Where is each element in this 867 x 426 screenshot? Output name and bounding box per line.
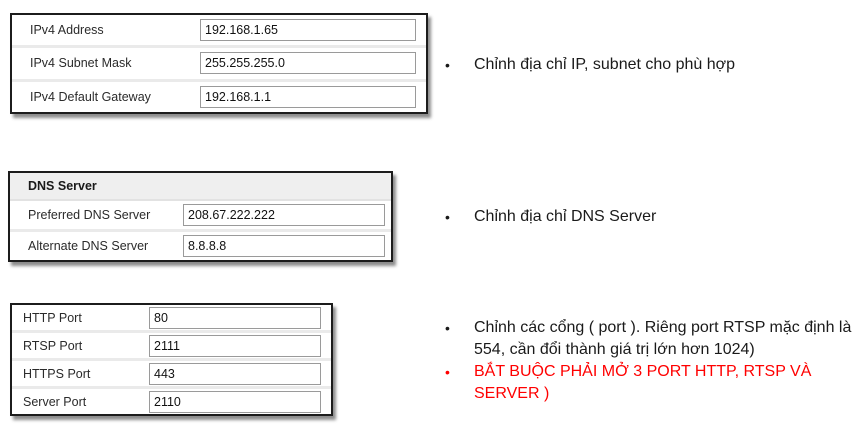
alternate-dns-input[interactable] bbox=[183, 235, 385, 257]
bullet-icon: • bbox=[445, 209, 450, 225]
form-row-rtsp-port: RTSP Port bbox=[12, 330, 331, 358]
ipv4-subnet-mask-input[interactable] bbox=[200, 52, 416, 75]
note-dns: • Chỉnh địa chỉ DNS Server bbox=[440, 206, 866, 228]
https-port-input[interactable] bbox=[149, 362, 321, 385]
bullet-icon: • bbox=[445, 364, 450, 380]
preferred-dns-input[interactable] bbox=[183, 204, 385, 226]
server-port-label: Server Port bbox=[23, 394, 87, 409]
alternate-dns-label: Alternate DNS Server bbox=[28, 239, 149, 253]
dns-server-header: DNS Server bbox=[10, 173, 391, 201]
note-text: BẮT BUỘC PHẢI MỞ 3 PORT HTTP, RTSP VÀ SE… bbox=[474, 363, 812, 402]
http-port-input[interactable] bbox=[149, 306, 321, 329]
rtsp-port-label: RTSP Port bbox=[23, 338, 83, 353]
note-text: Chỉnh địa chỉ IP, subnet cho phù hợp bbox=[474, 56, 736, 73]
note-ports-warning: • BẮT BUỘC PHẢI MỞ 3 PORT HTTP, RTSP VÀ … bbox=[440, 361, 866, 405]
ipv4-default-gateway-label: IPv4 Default Gateway bbox=[30, 89, 151, 104]
form-row-ipv4-gateway: IPv4 Default Gateway bbox=[12, 78, 426, 112]
bullet-icon: • bbox=[445, 57, 450, 73]
form-row-http-port: HTTP Port bbox=[12, 305, 331, 330]
rtsp-port-input[interactable] bbox=[149, 334, 321, 357]
ipv4-address-label: IPv4 Address bbox=[30, 23, 104, 38]
ipv4-settings-panel: IPv4 Address IPv4 Subnet Mask IPv4 Defau… bbox=[10, 13, 428, 114]
bullet-icon: • bbox=[445, 320, 450, 336]
form-row-alternate-dns: Alternate DNS Server bbox=[10, 229, 391, 260]
note-ports: • Chỉnh các cổng ( port ). Riêng port RT… bbox=[440, 317, 866, 361]
form-row-preferred-dns: Preferred DNS Server bbox=[10, 201, 391, 229]
form-row-ipv4-address: IPv4 Address bbox=[12, 15, 426, 45]
server-port-input[interactable] bbox=[149, 390, 321, 413]
note-text: Chỉnh các cổng ( port ). Riêng port RTSP… bbox=[474, 319, 852, 358]
ports-settings-panel: HTTP Port RTSP Port HTTPS Port Server Po… bbox=[10, 303, 333, 416]
note-ip-subnet: • Chỉnh địa chỉ IP, subnet cho phù hợp bbox=[440, 54, 866, 76]
ipv4-subnet-mask-label: IPv4 Subnet Mask bbox=[30, 56, 132, 71]
form-row-https-port: HTTPS Port bbox=[12, 358, 331, 386]
dns-server-panel: DNS Server Preferred DNS Server Alternat… bbox=[8, 171, 393, 262]
note-text: Chỉnh địa chỉ DNS Server bbox=[474, 208, 657, 225]
form-row-ipv4-subnet: IPv4 Subnet Mask bbox=[12, 45, 426, 78]
http-port-label: HTTP Port bbox=[23, 310, 82, 325]
ipv4-address-input[interactable] bbox=[200, 19, 416, 42]
preferred-dns-label: Preferred DNS Server bbox=[28, 208, 151, 222]
ipv4-default-gateway-input[interactable] bbox=[200, 85, 416, 108]
https-port-label: HTTPS Port bbox=[23, 366, 91, 381]
form-row-server-port: Server Port bbox=[12, 386, 331, 414]
